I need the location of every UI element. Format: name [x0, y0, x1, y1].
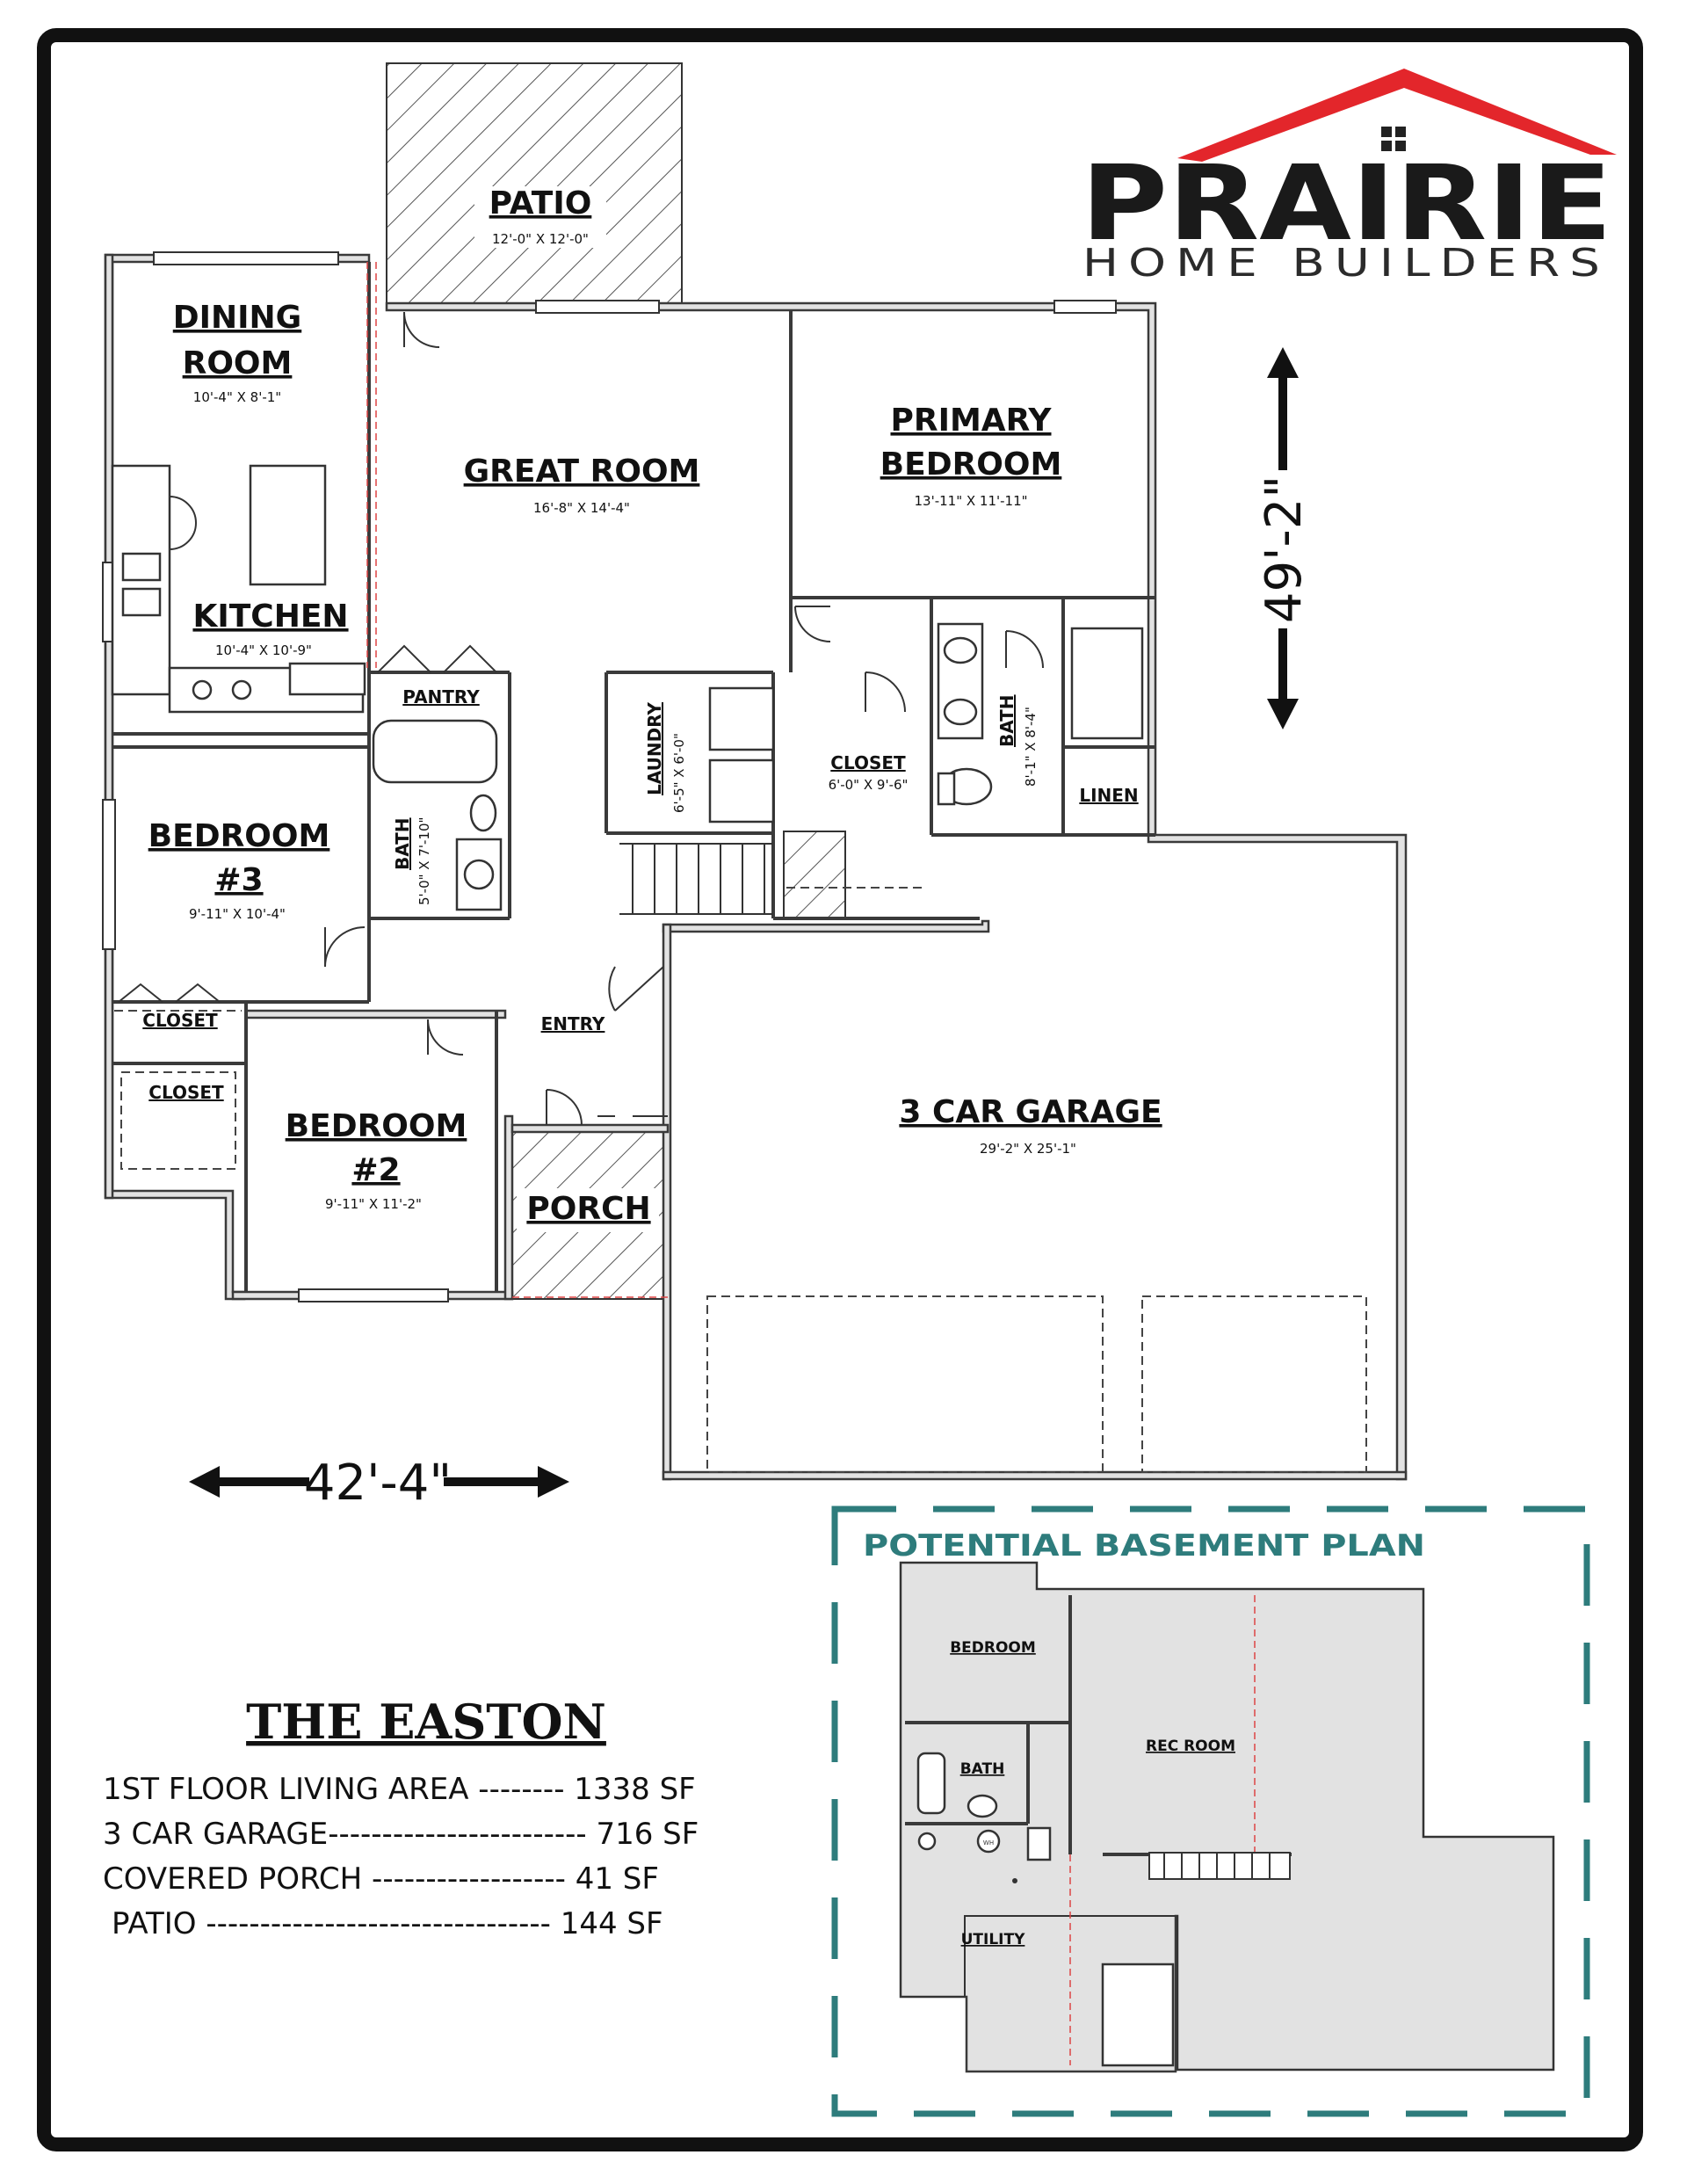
basement-title: POTENTIAL BASEMENT PLAN: [863, 1528, 1425, 1564]
bedroom3-label-line1: BEDROOM: [148, 818, 330, 854]
primary-bath-label: BATH: [996, 694, 1017, 747]
overall-width-dimension: 42'-4": [189, 1455, 569, 1512]
hall-bath-label: BATH: [392, 817, 413, 870]
closet-primary-dims: 6'-0" X 9'-6": [829, 777, 909, 793]
dining-room-label-line1: DINING: [173, 300, 301, 336]
area-row-1: 3 CAR GARAGE------------------------ 716…: [103, 1817, 699, 1852]
basement-rec-room-label: REC ROOM: [1146, 1738, 1235, 1755]
primary-bedroom-label-line2: BEDROOM: [880, 446, 1062, 483]
primary-bedroom-label-line1: PRIMARY: [890, 403, 1052, 439]
dining-room-label-line2: ROOM: [183, 345, 293, 381]
closet-a-label: CLOSET: [142, 1010, 218, 1031]
plan-title-block: THE EASTON 1ST FLOOR LIVING AREA -------…: [103, 1694, 699, 1941]
bedroom2-label-line2: #2: [351, 1152, 400, 1188]
bedroom3-dims: 9'-11" X 10'-4": [189, 906, 286, 922]
brand-name: PRAIRIE: [1081, 142, 1612, 264]
garage-dims: 29'-2" X 25'-1": [980, 1141, 1076, 1157]
roof-icon: [1177, 69, 1617, 162]
dining-room-dims: 10'-4" X 8'-1": [193, 389, 281, 405]
garage-label: 3 CAR GARAGE: [899, 1094, 1162, 1130]
bedroom3-label-line2: #3: [214, 862, 263, 898]
pantry-label: PANTRY: [402, 686, 480, 707]
basement-utility-label: UTILITY: [961, 1931, 1025, 1948]
brand-tagline: HOME BUILDERS: [1082, 241, 1610, 286]
brand-logo: PRAIRIE HOME BUILDERS: [1081, 69, 1617, 286]
laundry-dims: 6'-5" X 6'-0": [671, 733, 687, 813]
hall-bath-dims: 5'-0" X 7'-10": [416, 817, 432, 905]
basement-frame: [831, 1506, 1590, 2117]
overall-depth-dimension: 49'-2": [1256, 347, 1313, 729]
entry-label: ENTRY: [541, 1013, 605, 1034]
area-row-2: COVERED PORCH ------------------ 41 SF: [103, 1861, 659, 1897]
primary-bedroom-dims: 13'-11" X 11'-11": [914, 493, 1027, 509]
closet-primary-label: CLOSET: [830, 752, 906, 773]
great-room-dims: 16'-8" X 14'-4": [533, 500, 630, 516]
kitchen-dims: 10'-4" X 10'-9": [215, 642, 312, 658]
patio-dims: 12'-0" X 12'-0": [492, 231, 589, 247]
porch-label: PORCH: [526, 1191, 650, 1227]
area-row-0: 1ST FLOOR LIVING AREA -------- 1338 SF: [103, 1772, 696, 1807]
water-heater-label: WH: [983, 1839, 994, 1847]
patio-label: PATIO: [489, 185, 592, 221]
overall-width-label: 42'-4": [304, 1455, 452, 1512]
bedroom2-label-line1: BEDROOM: [286, 1108, 467, 1144]
overall-depth-label: 49'-2": [1256, 475, 1313, 623]
basement-plan: POTENTIAL BASEMENT PLAN: [831, 1506, 1590, 2117]
area-row-3: PATIO -------------------------------- 1…: [112, 1906, 663, 1941]
patio-area: [386, 62, 683, 307]
linen-label: LINEN: [1079, 785, 1138, 806]
great-room-label: GREAT ROOM: [464, 453, 700, 490]
laundry-label: LAUNDRY: [644, 702, 665, 795]
basement-bath-label: BATH: [960, 1760, 1005, 1778]
primary-bath-dims: 8'-1" X 8'-4": [1023, 707, 1039, 787]
sheet-border: [37, 28, 1643, 2151]
basement-bedroom-label: BEDROOM: [950, 1639, 1036, 1657]
bedroom2-dims: 9'-11" X 11'-2": [325, 1196, 422, 1212]
plan-title: THE EASTON: [246, 1694, 606, 1750]
kitchen-label: KITCHEN: [192, 599, 348, 635]
main-floor-plan: DINING ROOM 10'-4" X 8'-1" PATIO 12'-0" …: [102, 62, 1408, 1481]
closet-b-label: CLOSET: [148, 1082, 224, 1103]
